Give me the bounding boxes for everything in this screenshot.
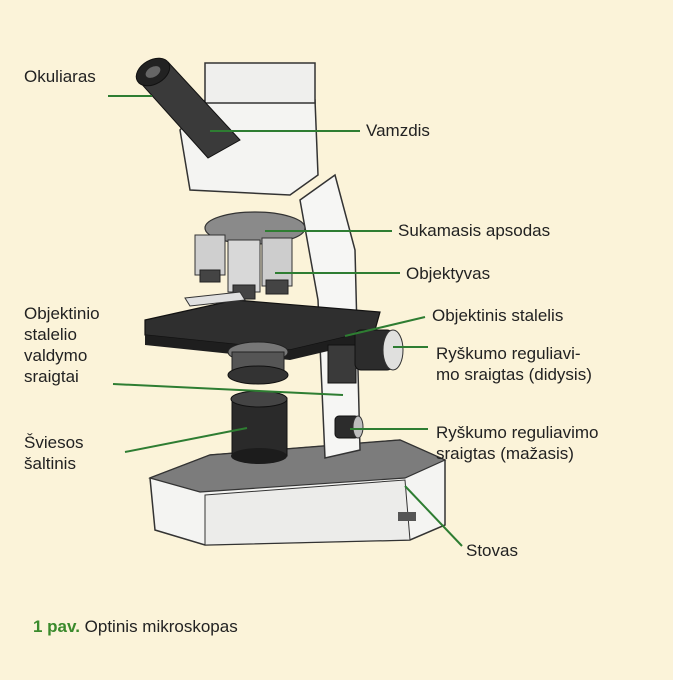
label-objektyvas: Objektyvas bbox=[406, 263, 490, 284]
label-valdymo-line-3: valdymo bbox=[24, 345, 100, 366]
leader-valdymo bbox=[113, 384, 343, 395]
label-sukamasis: Sukamasis apsodas bbox=[398, 220, 550, 241]
label-valdymo: Objektinio stalelio valdymo sraigtai bbox=[24, 303, 100, 387]
figure-caption: 1 pav. Optinis mikroskopas bbox=[33, 617, 238, 637]
fine-focus-knob bbox=[335, 416, 363, 438]
label-mazasis: Ryškumo reguliavimo sraigtas (mažasis) bbox=[436, 422, 599, 464]
label-valdymo-line-4: sraigtai bbox=[24, 366, 100, 387]
label-didysis-line-2: mo sraigtas (didysis) bbox=[436, 364, 592, 385]
coarse-focus-knob bbox=[355, 330, 403, 370]
base-switch bbox=[398, 512, 416, 521]
leader-sviesos bbox=[125, 428, 247, 452]
label-sviesos-line-1: Šviesos bbox=[24, 432, 84, 453]
label-didysis: Ryškumo reguliavi- mo sraigtas (didysis) bbox=[436, 343, 592, 385]
label-okuliaras: Okuliaras bbox=[24, 66, 96, 87]
caption-number: 1 pav. bbox=[33, 617, 80, 636]
label-valdymo-line-2: stalelio bbox=[24, 324, 100, 345]
light-source bbox=[231, 391, 287, 464]
head-top bbox=[205, 63, 315, 103]
label-sviesos: Šviesos šaltinis bbox=[24, 432, 84, 474]
label-valdymo-line-1: Objektinio bbox=[24, 303, 100, 324]
label-didysis-line-1: Ryškumo reguliavi- bbox=[436, 343, 592, 364]
stage-knobs bbox=[328, 345, 356, 383]
caption-text: Optinis mikroskopas bbox=[80, 617, 238, 636]
label-mazasis-line-2: sraigtas (mažasis) bbox=[436, 443, 599, 464]
label-sviesos-line-2: šaltinis bbox=[24, 453, 84, 474]
label-stovas: Stovas bbox=[466, 540, 518, 561]
label-vamzdis: Vamzdis bbox=[366, 120, 430, 141]
label-mazasis-line-1: Ryškumo reguliavimo bbox=[436, 422, 599, 443]
label-stalelis: Objektinis stalelis bbox=[432, 305, 563, 326]
objectives bbox=[195, 235, 292, 299]
